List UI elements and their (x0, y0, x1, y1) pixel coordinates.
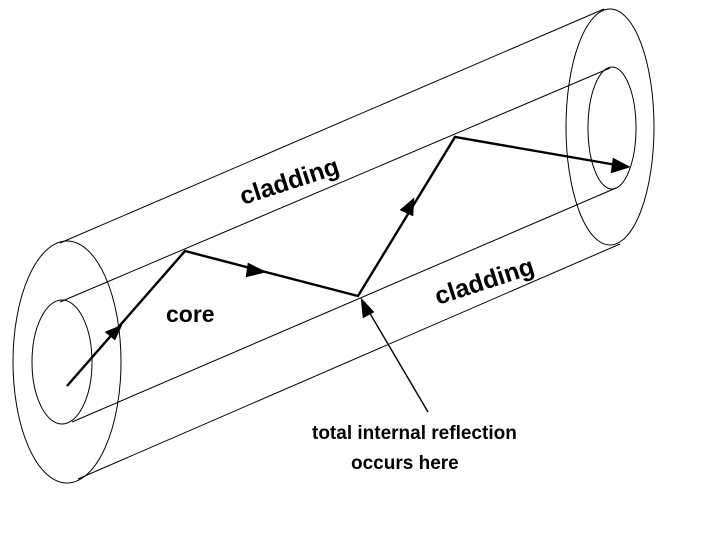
light-ray-path (66, 135, 629, 387)
ray-arrow-1 (104, 324, 123, 341)
reflection-pointer-head (360, 297, 375, 319)
reflection-note-line-2: occurs here (351, 453, 459, 474)
reflection-pointer-line (364, 304, 429, 413)
core-end-face-left (31, 299, 93, 425)
light-ray (66, 135, 631, 387)
cladding-end-face-left (12, 240, 122, 484)
ray-arrow-3 (399, 197, 415, 217)
reflection-note-line-1: total internal reflection (312, 423, 517, 444)
cladding-bottom-edge (77, 243, 621, 480)
core-end-face-right (587, 66, 637, 190)
reflection-pointer (360, 297, 429, 413)
core-top-edge (59, 67, 611, 303)
cladding-label-top: cladding (236, 152, 342, 210)
cladding-cylinder (12, 8, 655, 484)
ray-arrow-4 (610, 157, 631, 174)
core-label: core (166, 301, 215, 327)
core-bottom-edge (71, 187, 617, 423)
core-cylinder (31, 66, 637, 425)
cladding-top-edge (59, 8, 605, 244)
cladding-end-face-right (565, 8, 655, 246)
ray-arrow-2 (245, 262, 267, 278)
